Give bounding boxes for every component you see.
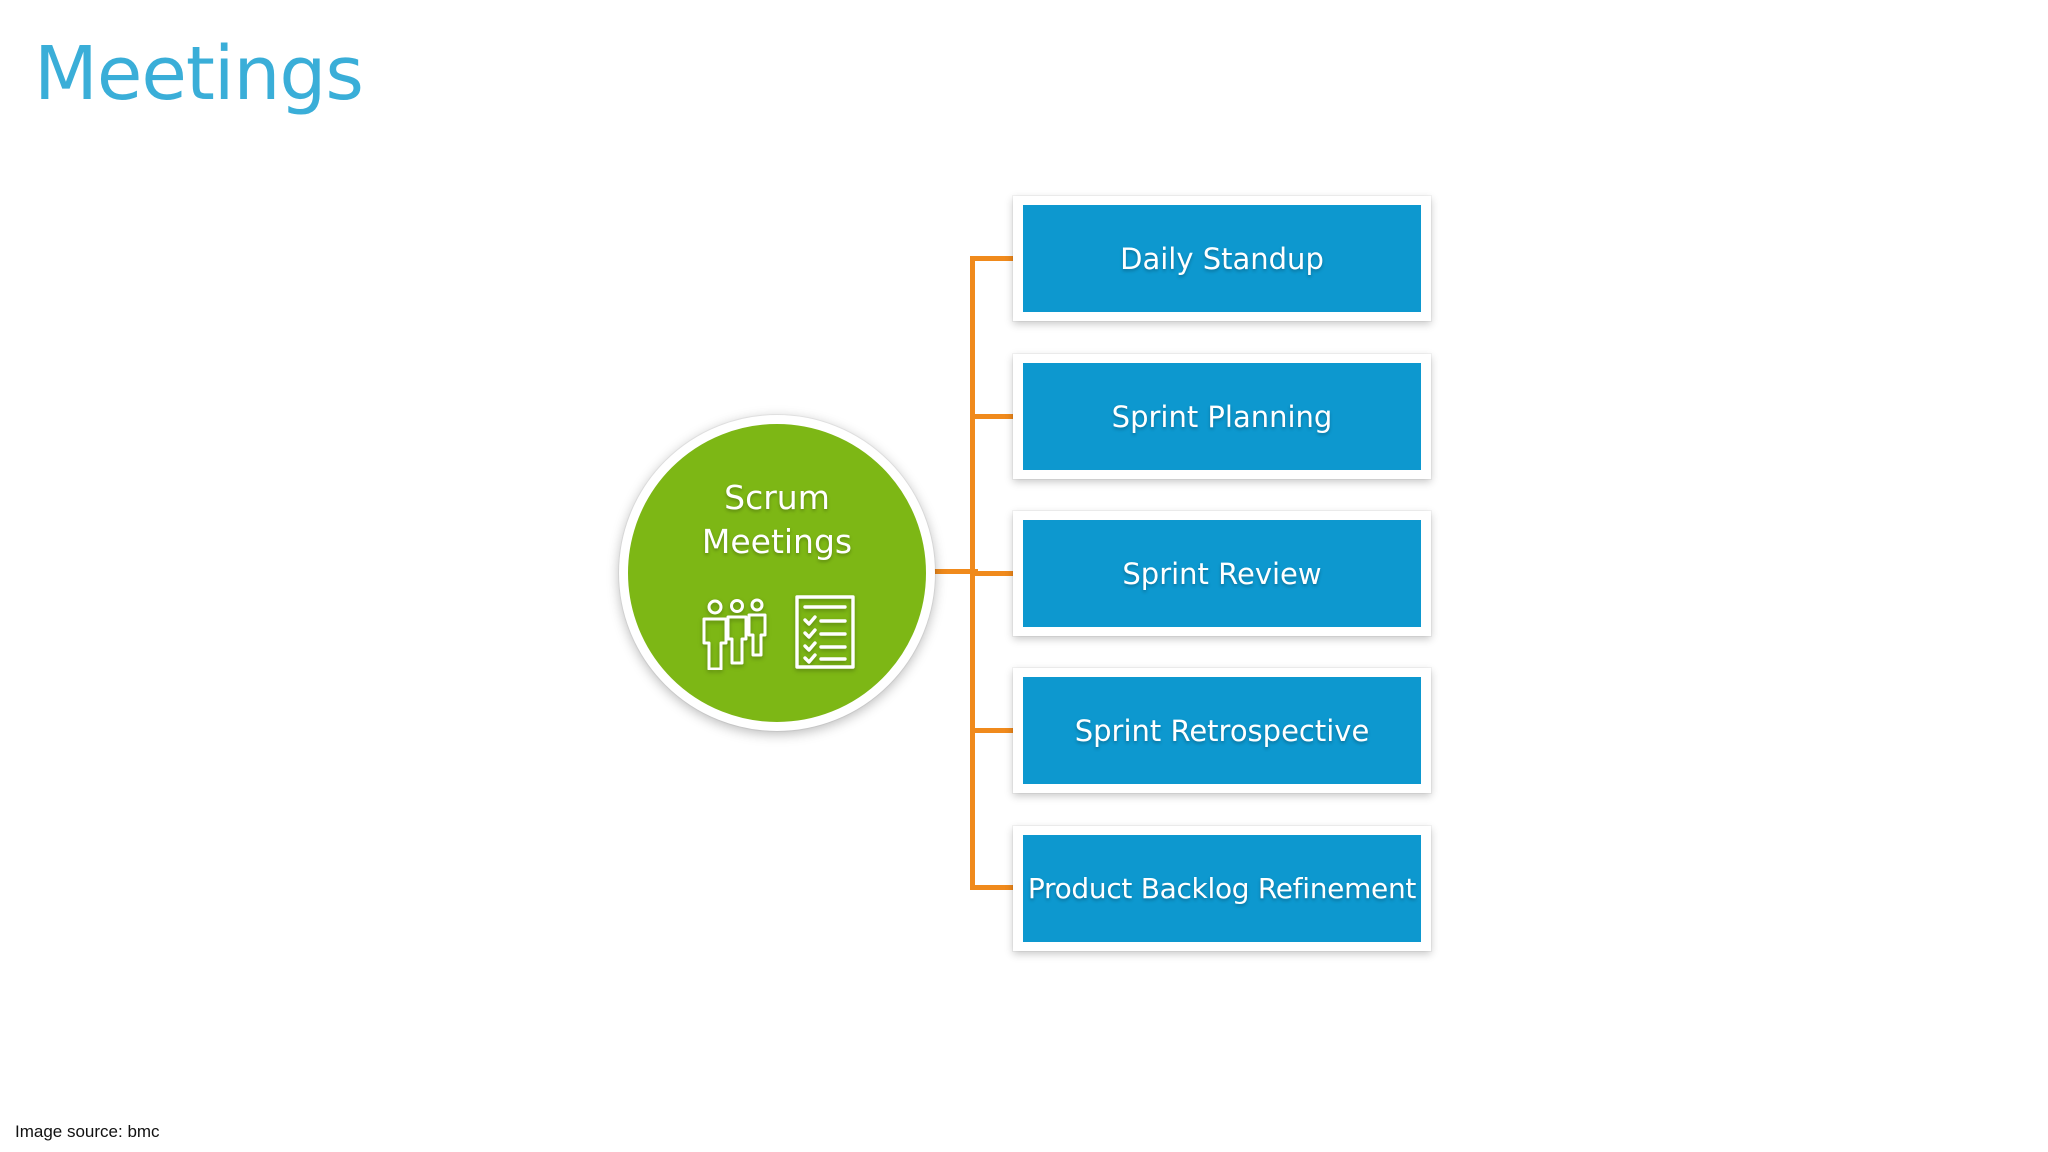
meeting-label: Product Backlog Refinement	[1027, 872, 1417, 905]
branch-connector-4	[970, 728, 1016, 733]
meeting-box-sprint-planning: Sprint Planning	[1013, 354, 1431, 479]
branch-connector-2	[970, 414, 1016, 419]
meeting-label: Sprint Planning	[1111, 399, 1333, 434]
hub-connector	[930, 569, 978, 574]
meeting-box-sprint-retrospective: Sprint Retrospective	[1013, 668, 1431, 793]
meeting-box-product-backlog-refinement: Product Backlog Refinement	[1013, 826, 1431, 951]
image-source-note: Image source: bmc	[15, 1122, 160, 1141]
hub-title-line-1: Scrum	[724, 478, 830, 517]
page-title: Meetings	[34, 31, 364, 117]
checklist-icon	[794, 594, 856, 670]
hub-icons	[698, 594, 856, 670]
meeting-box-daily-standup: Daily Standup	[1013, 196, 1431, 321]
branch-connector-5	[970, 885, 1016, 890]
meeting-label: Daily Standup	[1120, 241, 1324, 276]
meeting-label: Sprint Review	[1122, 556, 1322, 591]
meeting-label: Sprint Retrospective	[1074, 713, 1370, 748]
team-icon	[698, 596, 772, 670]
hub-title-line-2: Meetings	[701, 522, 853, 561]
branch-connector-1	[970, 256, 1016, 261]
branch-connector-3	[970, 571, 1016, 576]
meeting-box-sprint-review: Sprint Review	[1013, 511, 1431, 636]
scrum-meetings-hub: Scrum Meetings	[619, 415, 935, 731]
